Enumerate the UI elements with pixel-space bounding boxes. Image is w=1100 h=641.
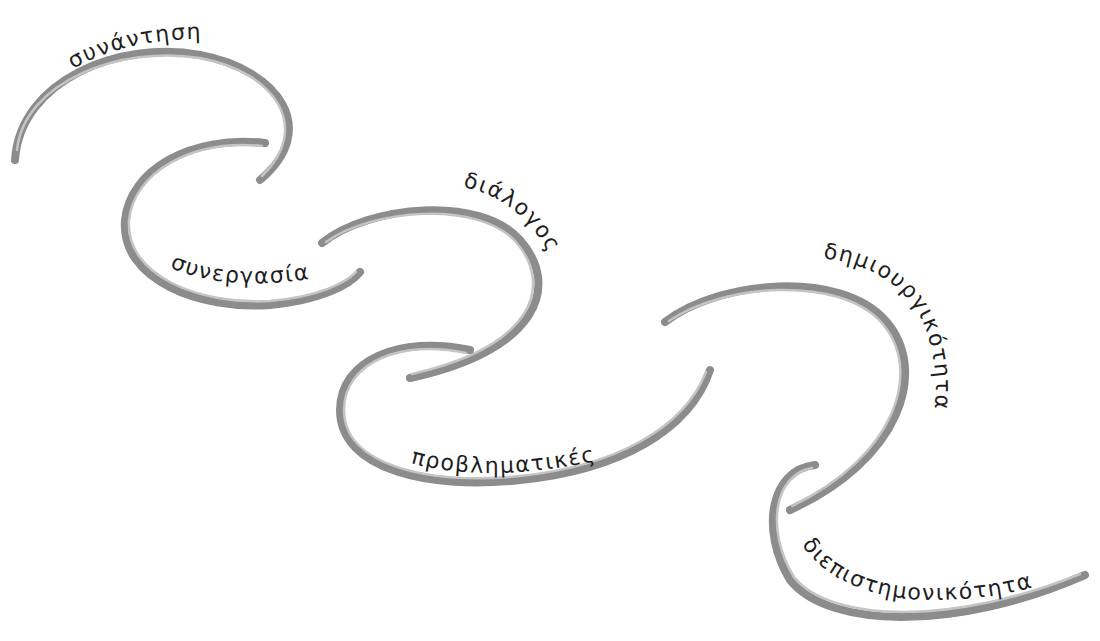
brush-strokes [15,52,1085,617]
brush-highlight [129,145,356,301]
brush-stroke [773,465,1085,617]
brush-highlight [344,349,706,478]
stroke-label: προβληματικές [409,441,598,478]
stroke-label: διάλογος [462,167,567,256]
stroke-label: συνεργασία [168,249,312,289]
stroke-label: δημιουργικότητα [822,238,955,411]
brush-stroke [340,346,710,483]
stroke-label: συνάντηση [63,19,202,74]
brush-highlight [669,290,900,506]
brush-highlight [777,468,1080,612]
stroke-label: διεπιστημονικότητα [798,532,1036,605]
brush-highlight [17,55,285,176]
brush-stroke [125,142,360,306]
label-layer: συνάντηση συνεργασία διάλογος προβληματικές… [63,19,1035,605]
brush-stroke [15,52,289,180]
brush-stroke [322,210,538,378]
